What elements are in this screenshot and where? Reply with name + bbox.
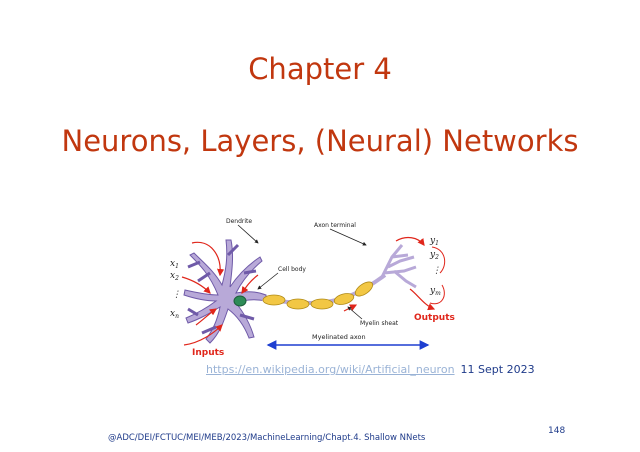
svg-text:⋮: ⋮ xyxy=(172,290,181,300)
svg-text:y1: y1 xyxy=(429,236,439,247)
output-variables: y1 y2 ⋮ ym xyxy=(429,236,441,297)
slide-title-topic: Neurons, Layers, (Neural) Networks xyxy=(61,124,579,158)
input-variables: x1 x2 ⋮ xn xyxy=(170,259,181,320)
label-outputs: Outputs xyxy=(414,313,455,323)
page-number: 148 xyxy=(548,426,566,436)
label-myelinated-axon: Myelinated axon xyxy=(312,333,366,341)
svg-text:x2: x2 xyxy=(170,271,179,282)
source-date: 11 Sept 2023 xyxy=(460,363,535,376)
label-axon-terminal: Axon terminal xyxy=(314,222,356,229)
nucleus-shape xyxy=(233,295,247,307)
source-link[interactable]: https://en.wikipedia.org/wiki/Artificial… xyxy=(206,363,455,376)
svg-text:y2: y2 xyxy=(429,250,439,261)
slide-title-chapter: Chapter 4 xyxy=(248,52,392,86)
slide-footer: @ADC/DEI/FCTUC/MEI/MEB/2023/MachineLearn… xyxy=(108,433,426,443)
svg-text:xn: xn xyxy=(170,309,179,320)
signal-arrows xyxy=(181,236,436,346)
svg-text:⋮: ⋮ xyxy=(432,266,441,276)
svg-text:x1: x1 xyxy=(170,259,179,270)
svg-text:ym: ym xyxy=(429,286,441,297)
label-dendrite: Dendrite xyxy=(226,218,252,225)
myelin-sheath-segments xyxy=(262,281,374,310)
axon-terminal-shape xyxy=(380,244,417,289)
label-inputs: Inputs xyxy=(192,348,224,358)
label-myelin-sheath: Myelin sheat xyxy=(360,320,399,327)
label-cell-body: Cell body xyxy=(278,266,306,273)
figure-caption: https://en.wikipedia.org/wiki/Artificial… xyxy=(206,363,535,376)
cell-body-shape xyxy=(183,239,267,344)
neuron-diagram: Dendrite Axon terminal Cell body Myelin … xyxy=(170,218,455,358)
